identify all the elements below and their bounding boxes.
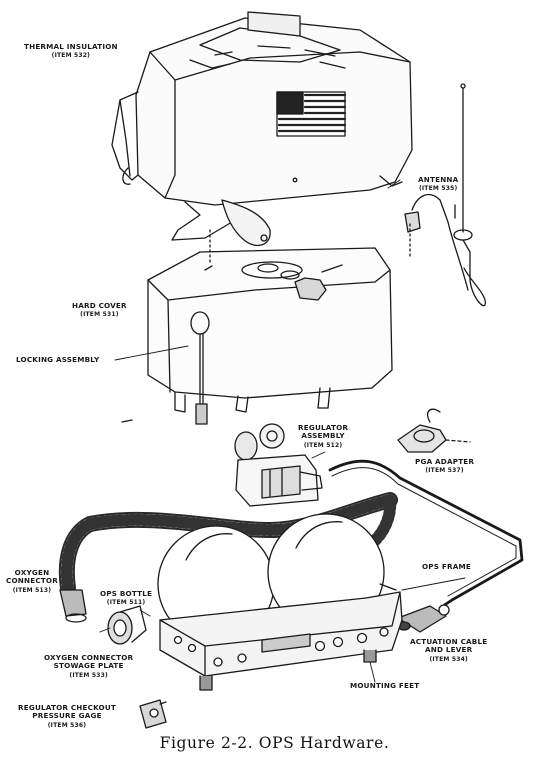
actuation-cable-drawing	[328, 459, 524, 633]
label-hard-cover: HARD COVER (ITEM 531)	[72, 301, 127, 319]
checkout-gage-drawing	[139, 699, 167, 729]
label-name: THERMAL INSULATION	[24, 42, 118, 51]
label-checkout-gage: REGULATOR CHECKOUT PRESSURE GAGE (ITEM 5…	[18, 703, 116, 729]
label-item: (ITEM 512)	[303, 441, 343, 449]
label-pga-adapter: PGA ADAPTER (ITEM 537)	[415, 457, 475, 475]
label-item: (ITEM 513)	[12, 586, 52, 594]
label-item: (ITEM 532)	[51, 52, 91, 60]
label-name: OXYGEN CONNECTOR	[44, 653, 134, 662]
label-name: ANTENNA	[418, 175, 459, 184]
label-item: (ITEM 536)	[47, 721, 87, 729]
label-name: PRESSURE GAGE	[32, 711, 102, 721]
antenna-drawing	[404, 83, 486, 307]
ops-frame-drawing	[159, 583, 403, 691]
label-antenna: ANTENNA (ITEM 535)	[418, 175, 459, 193]
label-item: (ITEM 533)	[69, 671, 108, 679]
label-name: OXYGEN	[14, 568, 50, 577]
label-name: PGA ADAPTER	[415, 457, 475, 466]
label-name: LOCKING ASSEMBLY	[16, 355, 100, 364]
label-name: ASSEMBLY	[301, 431, 345, 441]
label-locking-assembly: LOCKING ASSEMBLY	[16, 355, 100, 364]
figure-caption: Figure 2-2. OPS Hardware.	[0, 734, 549, 752]
label-name: CONNECTOR	[6, 576, 58, 586]
stowage-plate-drawing	[107, 605, 147, 645]
label-mounting-feet: MOUNTING FEET	[350, 681, 420, 690]
label-name: STOWAGE PLATE	[53, 661, 124, 671]
label-name: MOUNTING FEET	[350, 681, 420, 690]
label-item: (ITEM 535)	[418, 185, 458, 193]
label-item: (ITEM 537)	[425, 467, 464, 475]
label-name: AND LEVER	[425, 645, 473, 655]
label-item: (ITEM 531)	[80, 311, 119, 319]
caption-number: Figure 2-2.	[159, 734, 254, 752]
label-item: (ITEM 511)	[106, 599, 146, 607]
label-name: OPS FRAME	[422, 562, 471, 571]
label-name: ACTUATION CABLE	[410, 637, 488, 646]
caption-title: OPS Hardware.	[258, 734, 390, 752]
leader-lines	[99, 179, 466, 683]
label-item: (ITEM 534)	[429, 655, 468, 663]
label-name: REGULATOR CHECKOUT	[18, 703, 116, 712]
label-name: OPS BOTTLE	[100, 589, 153, 598]
hard-cover-drawing	[121, 223, 411, 425]
regulator-assembly-drawing	[234, 423, 323, 507]
label-stowage-plate: OXYGEN CONNECTOR STOWAGE PLATE (ITEM 533…	[44, 653, 134, 679]
pga-adapter-drawing	[397, 408, 471, 453]
label-actuation-cable: ACTUATION CABLE AND LEVER (ITEM 534)	[410, 637, 488, 663]
label-ops-frame: OPS FRAME	[422, 562, 471, 571]
label-name: REGULATOR	[298, 423, 349, 432]
label-thermal-insulation: THERMAL INSULATION (ITEM 532)	[24, 42, 118, 60]
label-oxygen-connector: OXYGEN CONNECTOR (ITEM 513)	[6, 568, 58, 594]
label-ops-bottle: OPS BOTTLE (ITEM 511)	[100, 589, 153, 607]
label-name: HARD COVER	[72, 301, 127, 310]
label-regulator-assembly: REGULATOR ASSEMBLY (ITEM 512)	[298, 423, 349, 449]
thermal-insulation-drawing	[111, 11, 413, 247]
